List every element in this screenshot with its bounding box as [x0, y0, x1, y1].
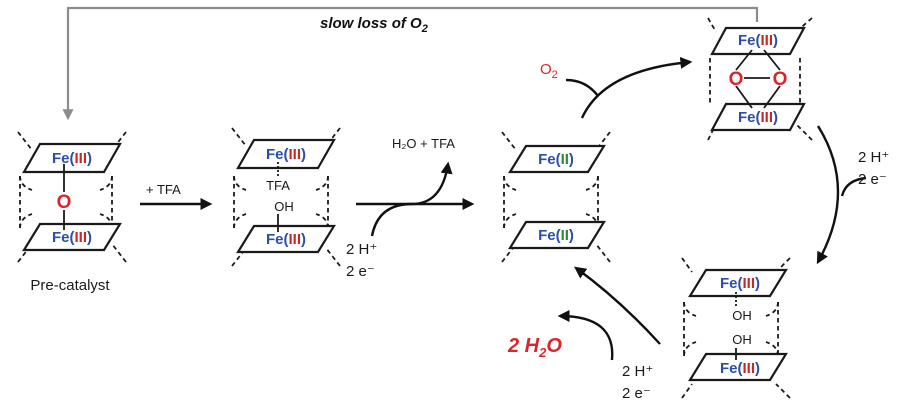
- slow-loss-label: slow loss of O2: [320, 15, 428, 35]
- peroxo-reduction-arrow: [816, 125, 867, 265]
- electrons-label: 2 e⁻: [858, 171, 887, 188]
- reduction-arrow: [356, 161, 475, 237]
- hydroxo-bottom-label: OH: [732, 332, 752, 347]
- peroxo-dimer-structure: Fe(III) O O Fe(III): [707, 17, 813, 141]
- fe-bottom-label: Fe(III): [720, 360, 760, 377]
- fe-bottom-label: Fe(III): [738, 109, 778, 126]
- o2-binding-arrow: [565, 56, 693, 119]
- water-product-label: 2 H2O: [507, 335, 562, 360]
- pre-catalyst-label: Pre-catalyst: [30, 277, 110, 294]
- slow-o2-loss-arrow: [62, 6, 759, 121]
- fe-top-label: Fe(III): [738, 32, 778, 49]
- h2o-tfa-release-label: H₂O + TFA: [392, 136, 455, 151]
- fe-bottom-label: Fe(III): [52, 229, 92, 246]
- electrons-label: 2 e⁻: [622, 385, 651, 402]
- plus-tfa-label: + TFA: [146, 182, 181, 197]
- protons-label: 2 H⁺: [346, 241, 377, 258]
- fe-top-label: Fe(III): [266, 146, 306, 163]
- protons-label: 2 H⁺: [622, 363, 653, 380]
- fe-top-label: Fe(II): [538, 151, 574, 168]
- fe-top-label: Fe(III): [720, 275, 760, 292]
- pre-catalyst-structure: Fe(III) O Fe(III): [17, 131, 127, 263]
- peroxo-o1-label: O: [729, 69, 744, 90]
- fe-ii-dimer-structure: Fe(II) Fe(II): [501, 131, 611, 263]
- water-release-arrow: [557, 266, 661, 361]
- oxo-bridge-label: O: [57, 192, 72, 213]
- tfa-hydroxo-dimer-structure: Fe(III) TFA OH Fe(III): [231, 127, 341, 267]
- electrons-label: 2 e⁻: [346, 263, 375, 280]
- fe-bottom-label: Fe(III): [266, 231, 306, 248]
- protons-label: 2 H⁺: [858, 149, 889, 166]
- hydroxo-top-label: OH: [732, 308, 752, 323]
- tfa-ligand-label: TFA: [266, 178, 290, 193]
- o2-label: O2: [540, 61, 558, 81]
- fe-bottom-label: Fe(II): [538, 227, 574, 244]
- fe-top-label: Fe(III): [52, 150, 92, 167]
- hydroxo-ligand-label: OH: [274, 199, 294, 214]
- peroxo-o2-label: O: [773, 69, 788, 90]
- bis-hydroxo-dimer-structure: Fe(III) OH OH Fe(III): [681, 257, 791, 399]
